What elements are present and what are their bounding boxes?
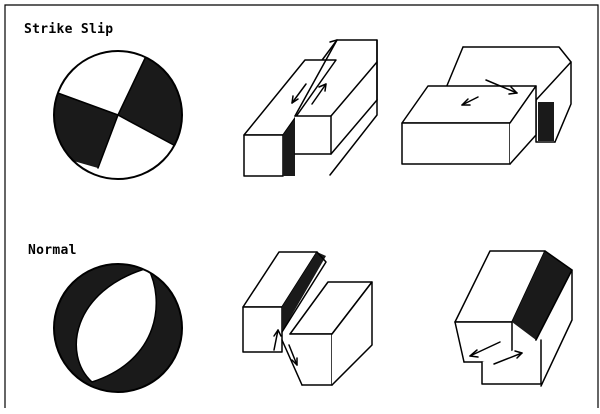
block-normal-footwall-left [243, 252, 372, 385]
block-strike-slip-right-lateral [402, 47, 571, 164]
beachball-strike-slip [54, 51, 186, 179]
block-strike-slip-left-lateral [244, 40, 377, 176]
beachball-normal [50, 260, 190, 400]
block-normal-footwall-right [455, 251, 572, 386]
